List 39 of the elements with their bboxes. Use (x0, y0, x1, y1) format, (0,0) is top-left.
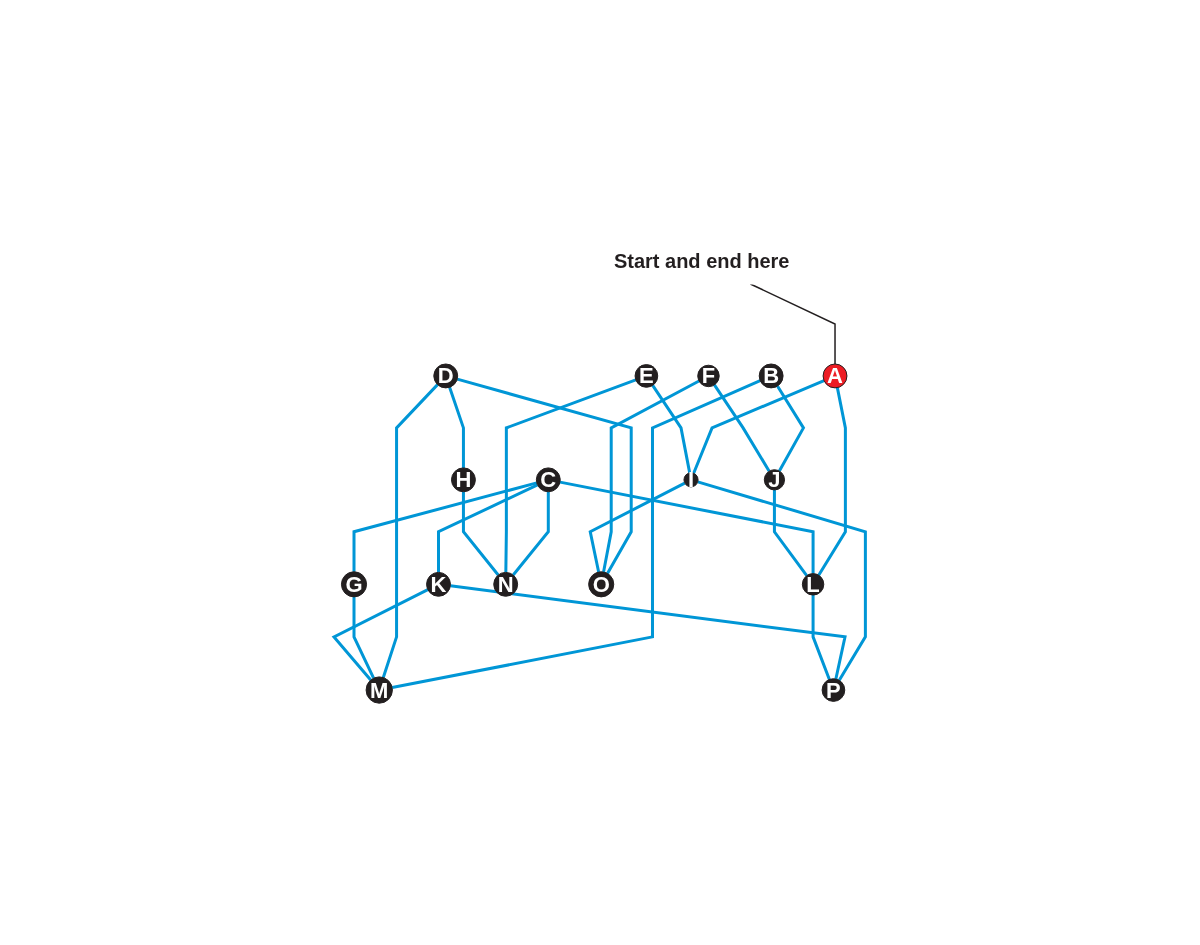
node-circle: M (365, 676, 394, 704)
connector (448, 386, 466, 469)
connector (450, 584, 848, 680)
node-circle: L (802, 573, 825, 596)
node-circle: F (697, 364, 720, 388)
connector (776, 385, 806, 472)
connector (588, 481, 686, 573)
node-circle: A (822, 363, 848, 389)
connector (331, 588, 429, 682)
connector (437, 483, 539, 573)
node-circle: C (536, 467, 562, 493)
connector (462, 492, 500, 577)
connector (352, 597, 376, 680)
node-circle: O (588, 571, 615, 598)
connector (692, 379, 825, 475)
node-circle: K (426, 572, 452, 597)
node-circle: J (764, 469, 786, 491)
connector (512, 492, 551, 577)
node-circle: N (493, 572, 519, 597)
node-circle: I (683, 472, 699, 488)
connector (713, 384, 771, 473)
connector (811, 595, 832, 681)
node-circle: D (433, 363, 459, 389)
connector (504, 378, 637, 573)
connector (352, 481, 538, 572)
connector (817, 387, 848, 577)
node-text: Start and end here (614, 250, 790, 273)
node-circle: P (821, 678, 846, 703)
connector (392, 379, 762, 690)
connector (560, 480, 815, 574)
node-circle: E (634, 364, 659, 388)
connector (773, 490, 809, 577)
connector (697, 480, 868, 682)
node-circle: H (451, 467, 477, 493)
node-circle: B (759, 363, 784, 389)
connector (382, 383, 439, 679)
connector (457, 377, 633, 575)
node-circle: G (341, 571, 368, 598)
connector (651, 384, 692, 474)
